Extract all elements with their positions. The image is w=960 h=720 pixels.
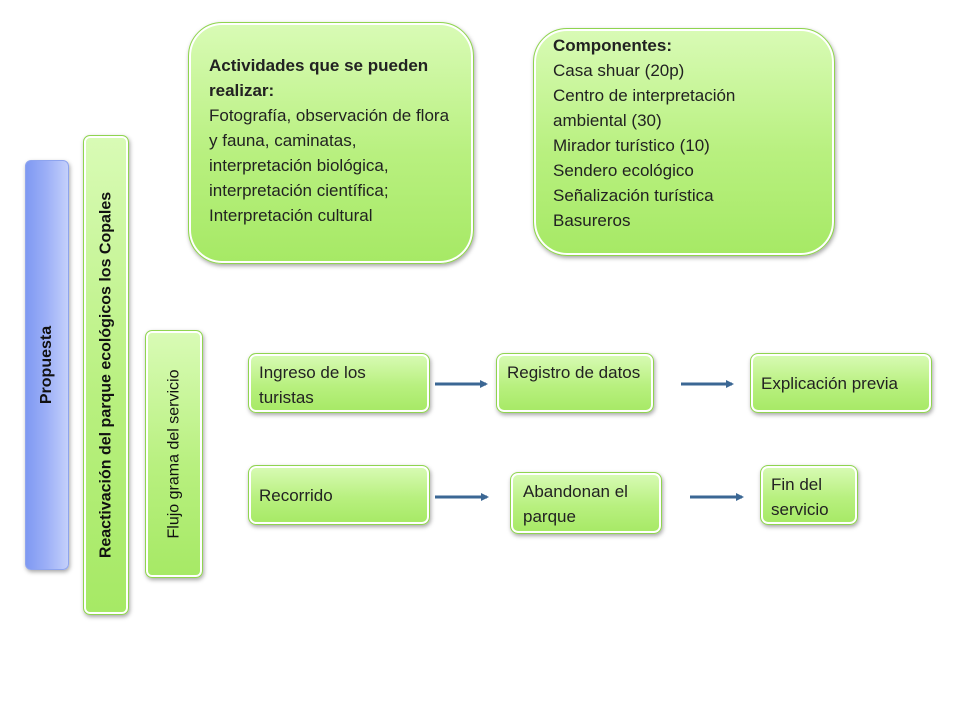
flow-step-label: Ingreso de los turistas [259,363,366,407]
flow-step-fin: Fin del servicio [760,465,858,525]
componentes-box: Componentes: Casa shuar (20p) Centro de … [533,28,835,256]
reactivacion-box: Reactivación del parque ecológicos los C… [83,135,129,615]
componentes-item: Sendero ecológico [553,161,694,180]
flow-step-recorrido: Recorrido [248,465,430,525]
actividades-text: Fotografía, observación de flora y fauna… [209,106,450,225]
componentes-item: Casa shuar (20p) [553,61,685,80]
componentes-heading: Componentes: [553,36,672,55]
flow-step-label: Recorrido [259,486,333,505]
componentes-item: Señalización turística [553,186,714,205]
flujograma-box: Flujo grama del servicio [145,330,203,578]
flow-step-registro: Registro de datos [496,353,654,413]
flow-step-abandonan: Abandonan el parque [510,472,662,534]
componentes-item: Centro de interpretación ambiental (30) [553,86,736,130]
actividades-box: Actividades que se pueden realizar: Foto… [188,22,474,264]
componentes-item: Basureros [553,211,631,230]
flow-step-explicacion: Explicación previa [750,353,932,413]
actividades-heading: Actividades que se pueden realizar: [209,56,429,100]
propuesta-box: Propuesta [25,160,69,570]
flow-step-label: Registro de datos [507,363,641,382]
flow-step-label: Fin del servicio [771,475,829,519]
componentes-item: Mirador turístico (10) [553,136,710,155]
flow-step-label: Abandonan el parque [523,482,628,526]
flow-step-ingreso: Ingreso de los turistas [248,353,430,413]
flow-step-label: Explicación previa [761,374,899,393]
